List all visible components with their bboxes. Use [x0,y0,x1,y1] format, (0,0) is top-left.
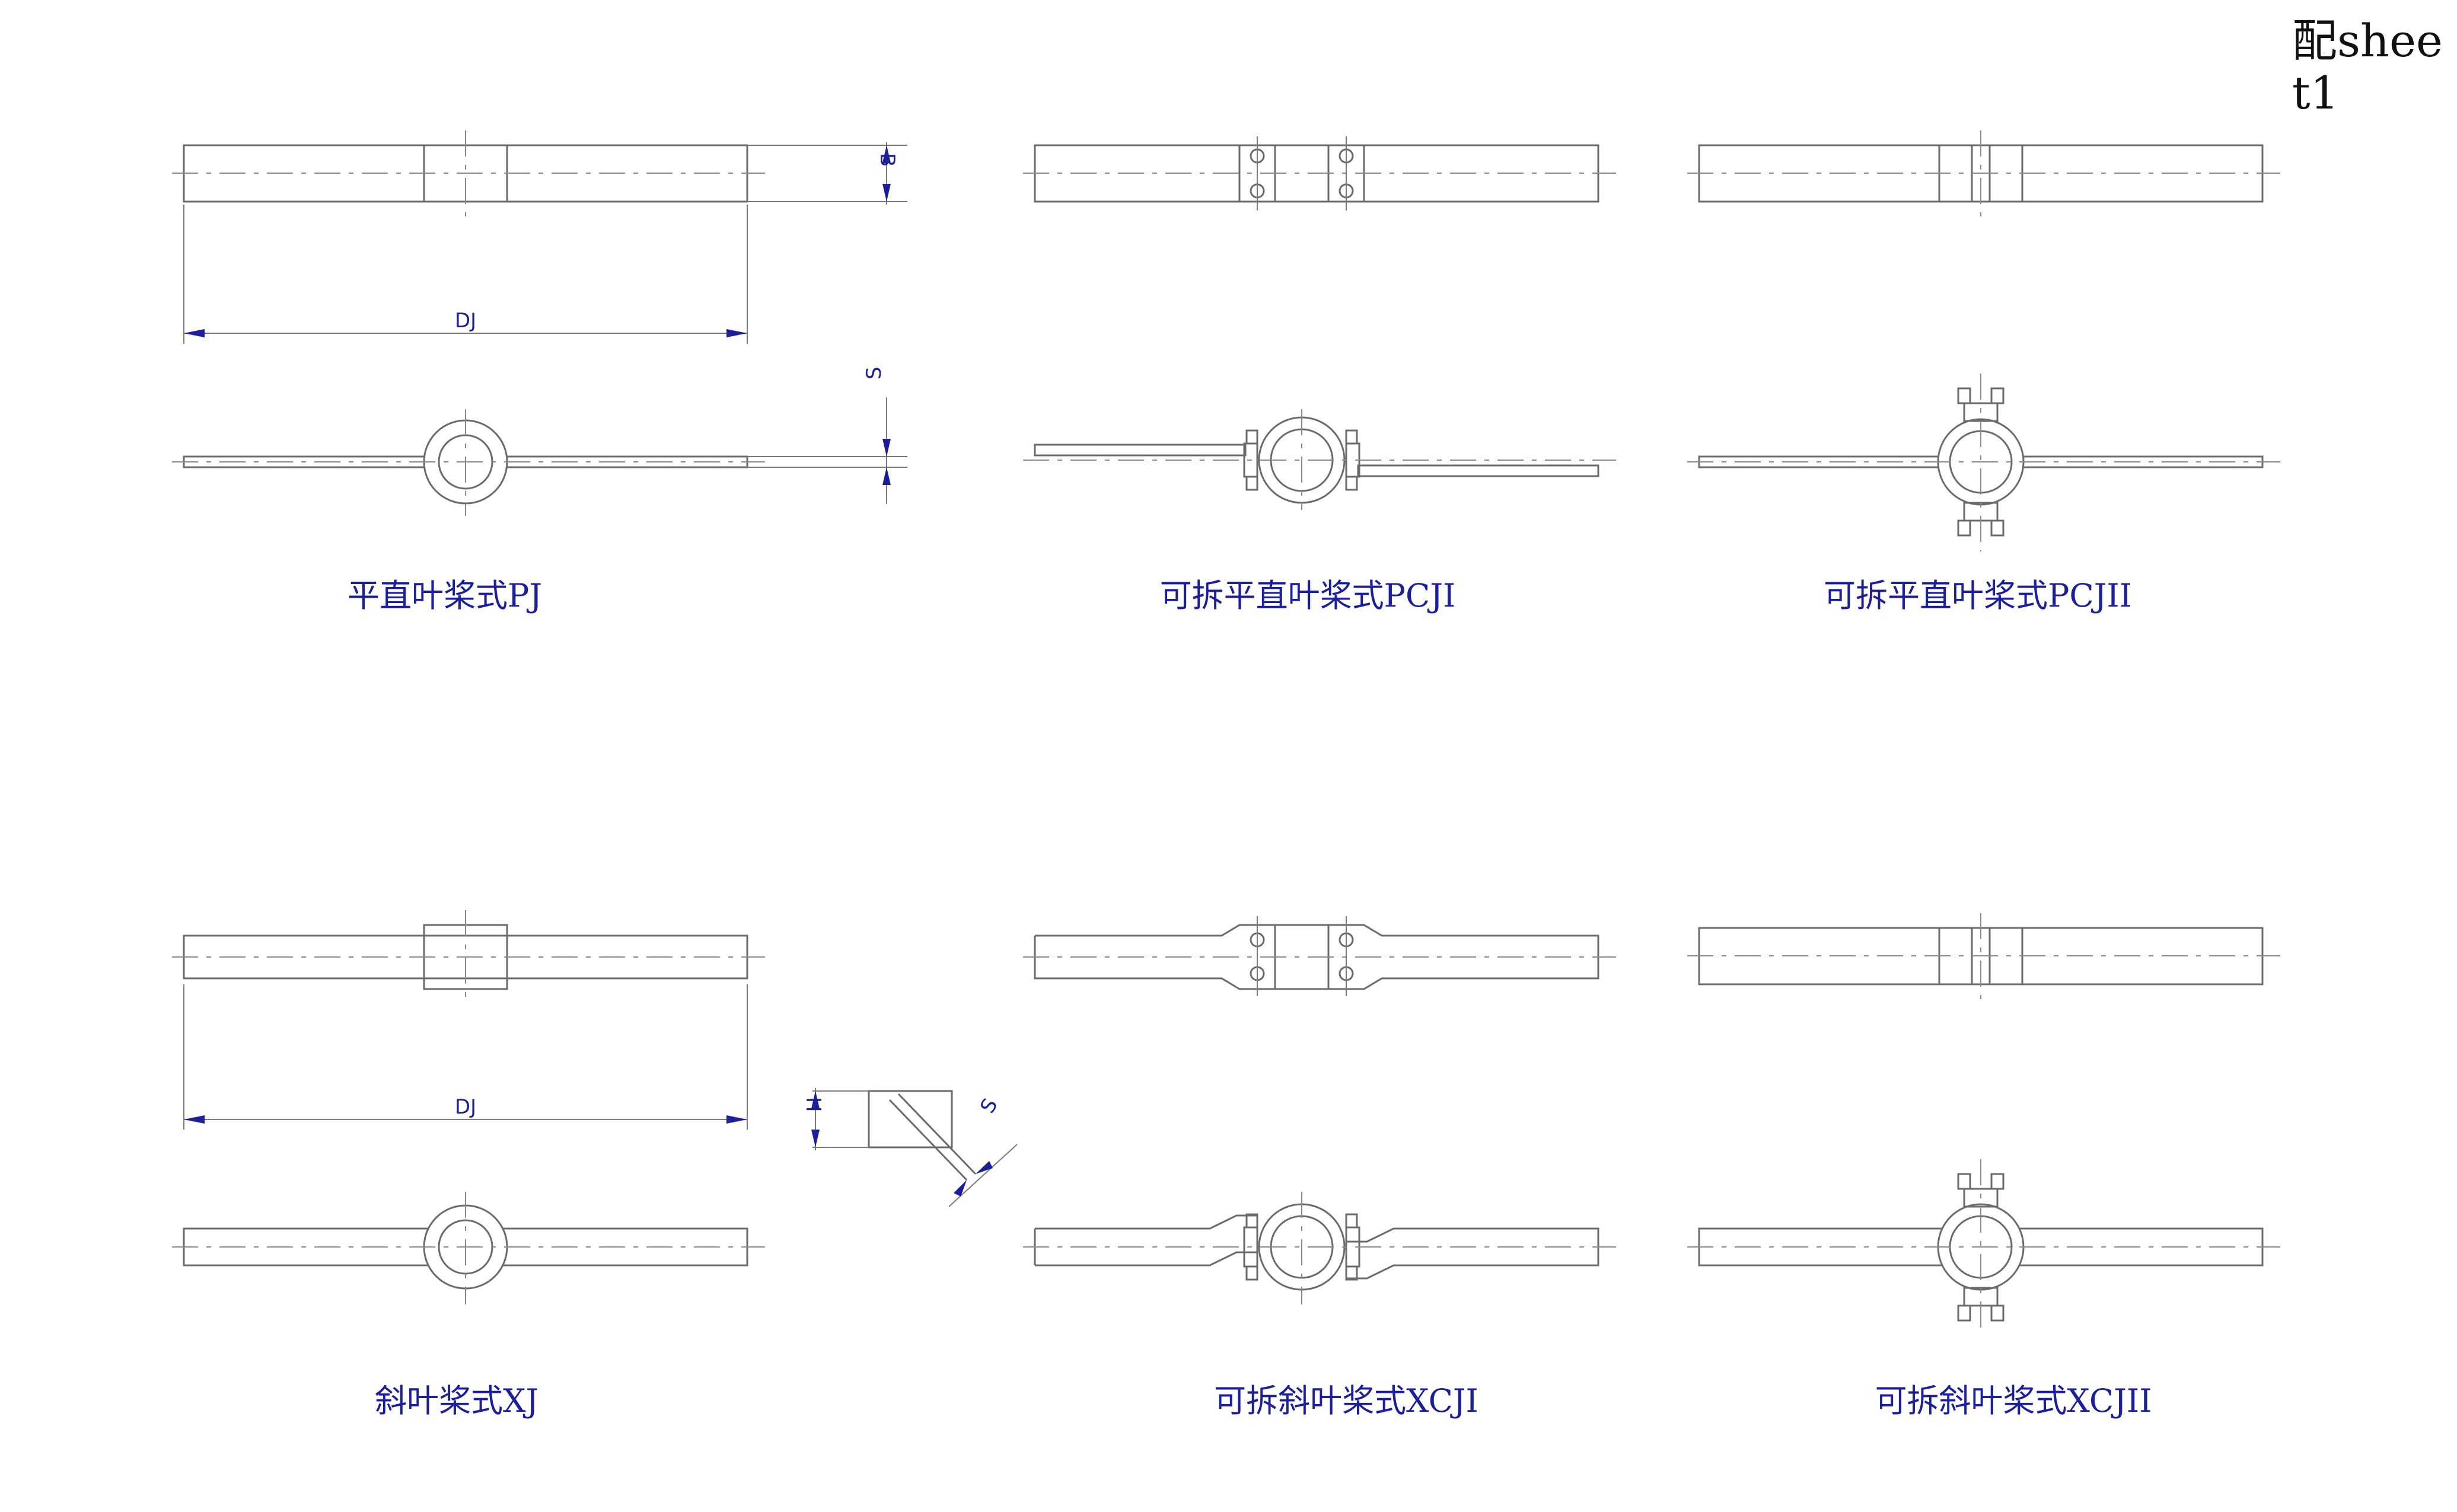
xcjii-front-view [1687,1159,2280,1334]
xj-section-detail: H S [801,1088,1018,1207]
dimension-s-bottom-label: S [976,1095,1002,1118]
caption-xcji: 可拆斜叶桨式XCJI [1214,1382,1478,1420]
caption-xj: 斜叶桨式XJ [374,1382,539,1420]
dimension-b-label: B [875,153,899,167]
pcjii-top-view [1687,130,2280,216]
pj-front-view: S [172,366,907,516]
dimension-dj-bottom-label: DJ [455,1095,476,1119]
xcji-front-view [1023,1192,1616,1304]
xj-top-view [172,910,765,1002]
dimension-dj-top-label: DJ [455,309,476,333]
caption-pcjii: 可拆平直叶桨式PCJII [1824,577,2132,614]
caption-pj: 平直叶桨式PJ [348,577,542,614]
caption-pcji: 可拆平直叶桨式PCJI [1159,577,1456,614]
dimension-h-label: H [801,1097,825,1112]
pcji-front-view [1023,409,1616,510]
xj-front-view [172,1192,765,1304]
dimension-s-top-label: S [862,366,886,379]
pcji-top-view [1023,136,1616,210]
pj-dj-dimension: DJ [183,205,748,344]
xcjii-top-view [1687,913,2280,999]
pcjii-front-view [1687,374,2280,551]
pj-top-view: B [172,130,907,216]
xcji-top-view [1023,916,1616,996]
xj-dj-dimension: DJ [183,984,748,1130]
sheet-title: 配sheet1 [2292,14,2443,119]
caption-xcjii: 可拆斜叶桨式XCJII [1875,1382,2152,1420]
